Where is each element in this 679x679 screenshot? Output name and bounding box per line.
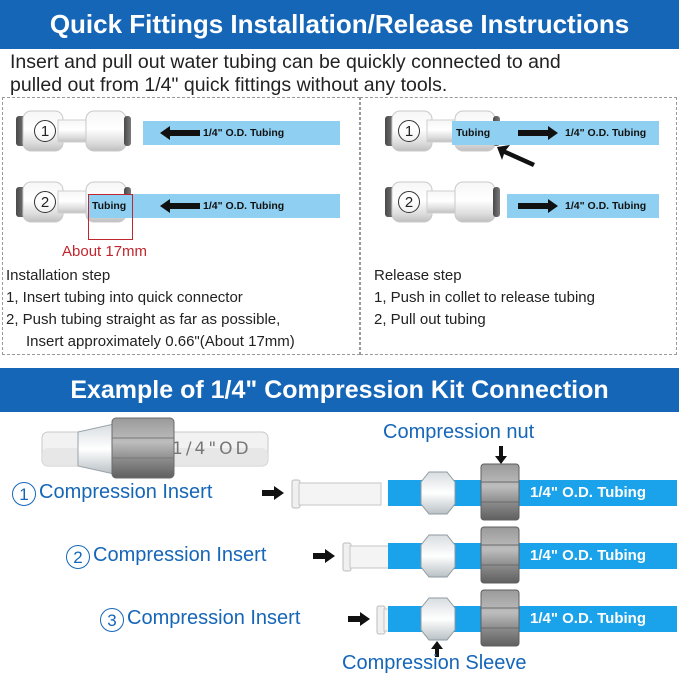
tubing-size-label: 1/4" O.D. Tubing (530, 610, 647, 627)
install-step-title: Installation step (6, 267, 111, 284)
insertion-depth-label: About 17mm (62, 243, 148, 260)
release-step-1: 1, Push in collet to release tubing (374, 289, 595, 306)
arrow-right-icon (518, 126, 558, 140)
arrow-left-icon (160, 199, 200, 213)
installation-panel (2, 97, 360, 355)
tubing-image (88, 194, 340, 218)
compression-sleeve-image (420, 597, 456, 641)
tubing-inside-label: Tubing (456, 127, 491, 139)
release-panel (360, 97, 677, 355)
compression-insert-label: Compression Insert (39, 481, 213, 503)
compression-nut-image (480, 589, 520, 647)
compression-insert-label: Compression Insert (127, 607, 301, 629)
compression-nut-label: Compression nut (383, 421, 535, 443)
step-number-badge: 3 (100, 608, 124, 632)
tubing-size-label: 1/4" O.D. Tubing (530, 484, 647, 501)
release-step-2: 2, Pull out tubing (374, 311, 486, 328)
arrow-right-icon (348, 612, 370, 626)
arrow-left-icon (160, 126, 200, 140)
compression-kit-assembly-image (41, 417, 269, 479)
tubing-size-label: 1/4" O.D. Tubing (565, 127, 647, 139)
intro-line-2: pulled out from 1/4" quick fittings with… (10, 74, 448, 96)
compression-nut-image (480, 526, 520, 584)
tubing-size-label: 1/4" O.D. Tubing (530, 547, 647, 564)
intro-text: Insert and pull out water tubing can be … (10, 51, 675, 97)
tubing-size-label: 1/4" O.D. Tubing (203, 127, 285, 139)
install-step-2: 2, Push tubing straight as far as possib… (6, 311, 281, 328)
compression-insert-label: Compression Insert (93, 544, 267, 566)
push-collet-arrow-icon (497, 145, 535, 167)
arrow-right-icon (262, 486, 284, 500)
insertion-depth-marker (88, 194, 133, 240)
install-step-1: 1, Insert tubing into quick connector (6, 289, 243, 306)
tubing-size-label: 1/4" O.D. Tubing (565, 200, 647, 212)
arrow-up-icon (431, 641, 443, 657)
step-number-badge: 2 (398, 191, 420, 213)
intro-line-1: Insert and pull out water tubing can be … (10, 51, 561, 73)
compression-insert-image (291, 479, 382, 509)
section-title: Example of 1/4" Compression Kit Connecti… (0, 368, 679, 412)
compression-insert-image (342, 542, 393, 572)
compression-sleeve-image (420, 471, 456, 515)
arrow-right-icon (518, 199, 558, 213)
step-number-badge: 2 (34, 191, 56, 213)
step-number-badge: 1 (34, 120, 56, 142)
tubing-inside-label: Tubing (92, 200, 127, 212)
page-title: Quick Fittings Installation/Release Inst… (0, 0, 679, 49)
arrow-right-icon (313, 549, 335, 563)
step-number-badge: 2 (66, 545, 90, 569)
compression-nut-image (480, 463, 520, 521)
arrow-down-icon (495, 446, 507, 464)
install-step-2-detail: Insert approximately 0.66"(About 17mm) (26, 333, 295, 350)
release-step-title: Release step (374, 267, 462, 284)
tubing-size-label: 1/4" O.D. Tubing (203, 200, 285, 212)
tubing-print: 1/4"OD (172, 439, 252, 459)
step-number-badge: 1 (398, 120, 420, 142)
step-number-badge: 1 (12, 482, 36, 506)
compression-sleeve-image (420, 534, 456, 578)
compression-sleeve-label: Compression Sleeve (342, 652, 527, 674)
